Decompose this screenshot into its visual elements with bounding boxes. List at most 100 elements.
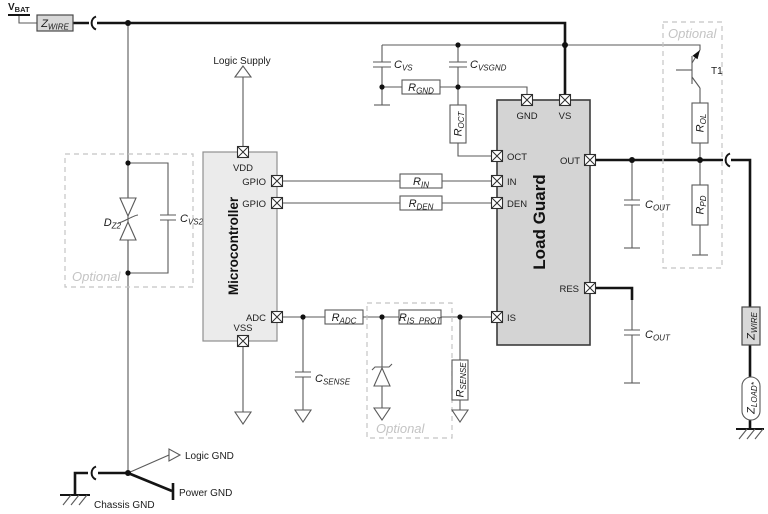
lg-pin-label-in: IN (507, 177, 517, 188)
inline-connector-symbols (90, 15, 731, 481)
mcu-pin-vss (236, 334, 250, 348)
lg-pin-label-out: OUT (560, 156, 580, 167)
lg-pin-oct (490, 149, 504, 163)
r-ol-label: ROL (695, 114, 709, 133)
c-sense-capacitor: CSENSE (295, 371, 351, 387)
transistor-arrow-icon (692, 50, 700, 60)
r-den-resistor: RDEN (399, 195, 443, 212)
load-guard-block: Load Guard GND VS OCT IN DEN IS OUT RES (490, 93, 597, 346)
logic-gnd-label: Logic GND (185, 451, 234, 462)
chassis-ground-left-icon (60, 494, 90, 506)
r-is-prot-label: RIS_PROT (399, 312, 442, 326)
r-adc-resistor: RADC (324, 309, 364, 326)
optional-box-right (662, 21, 723, 269)
z-wire-right-label: ZWIRE (746, 312, 760, 341)
r-is-prot-resistor: RIS_PROT (398, 309, 442, 326)
r-gnd-label: RGND (408, 82, 434, 96)
vss-ground-icon (233, 411, 253, 425)
r-adc-label: RADC (332, 312, 357, 326)
logic-gnd-icon (168, 448, 182, 462)
load-guard-title: Load Guard (530, 174, 549, 269)
c-sense-ground-icon (293, 409, 313, 423)
r-sense-ground-icon (450, 409, 470, 423)
t1-transistor: T1 (676, 49, 723, 89)
d-z2-label: DZ2 (104, 217, 122, 231)
mcu-pin-label-gpio2: GPIO (242, 199, 266, 210)
ground-symbols (60, 407, 764, 506)
lg-pin-out (583, 153, 597, 167)
lg-pin-label-vs: VS (559, 111, 572, 122)
optional-label-left: Optional (72, 269, 122, 284)
c-vsgnd-capacitor: CVSGND (449, 59, 507, 73)
logic-supply-terminal: Logic Supply (213, 56, 271, 78)
mcu-pin-gpio2 (270, 196, 284, 210)
c-vs-capacitor: CVS (373, 59, 413, 106)
mcu-pin-label-adc: ADC (246, 313, 266, 324)
chassis-gnd-label: Chassis GND (94, 500, 155, 511)
r-oct-resistor: ROCT (449, 104, 467, 144)
r-sense-resistor: RSENSE (451, 359, 469, 401)
c-sense-label: CSENSE (315, 373, 351, 387)
lg-pin-gnd (520, 93, 534, 107)
r-gnd-resistor: RGND (401, 79, 441, 96)
mcu-pin-label-gpio1: GPIO (242, 177, 266, 188)
lg-pin-label-res: RES (559, 284, 579, 295)
z-wire-top-label: ZWIRE (40, 18, 69, 32)
c-out2-capacitor: COUT (624, 329, 671, 384)
c-vsgnd-label: CVSGND (470, 59, 507, 73)
zener-ground-icon (372, 407, 392, 421)
optional-box-left (64, 153, 194, 288)
c-out2-label: COUT (645, 329, 671, 343)
mcu-pin-label-vdd: VDD (233, 163, 253, 174)
lg-pin-is (490, 310, 504, 324)
lg-pin-label-oct: OCT (507, 152, 527, 163)
lg-pin-label-gnd: GND (516, 111, 537, 122)
c-vs2-capacitor: CVS2 (160, 213, 204, 227)
optional-label-middle: Optional (376, 421, 426, 436)
r-in-label: RIN (413, 176, 429, 190)
connector-arc-bottom-left (90, 465, 97, 481)
c-out1-capacitor: COUT (624, 199, 671, 249)
z-wire-right-resistor: ZWIRE (741, 306, 761, 346)
c-vs2-label: CVS2 (180, 213, 204, 227)
lg-pin-label-den: DEN (507, 199, 527, 210)
chassis-ground-right-icon (736, 428, 764, 440)
lg-pin-vs (558, 93, 572, 107)
z-wire-top-resistor: ZWIRE (36, 14, 74, 32)
optional-label-right: Optional (668, 26, 718, 41)
d-z2-tvs-diode: DZ2 (104, 197, 139, 241)
connector-arc-top-left (90, 15, 97, 31)
vbat-label: VBAT (8, 2, 30, 14)
r-ol-resistor: ROL (691, 102, 709, 144)
clamp-zener-diode (371, 363, 393, 387)
lg-pin-res (583, 281, 597, 295)
lg-pin-label-is: IS (507, 313, 516, 324)
logic-supply-label: Logic Supply (213, 56, 270, 67)
lg-pin-den (490, 196, 504, 210)
mcu-pin-label-vss: VSS (233, 323, 252, 334)
power-gnd-label: Power GND (179, 488, 232, 499)
z-load-label: ZLOAD* (746, 381, 760, 415)
junction-dots (125, 20, 703, 476)
r-pd-resistor: RPD (691, 184, 709, 256)
mcu-pin-adc (270, 310, 284, 324)
mcu-pin-vdd (236, 145, 250, 159)
c-out1-label: COUT (645, 199, 671, 213)
wires-thick (8, 14, 752, 500)
r-pd-label: RPD (695, 195, 709, 214)
supply-triangle-icon (233, 65, 253, 78)
z-load-impedance: ZLOAD* (741, 376, 761, 421)
connector-arc-out-line (724, 152, 731, 168)
r-den-label: RDEN (409, 198, 434, 212)
lg-pin-in (490, 174, 504, 188)
t1-label: T1 (711, 66, 723, 77)
wires-thin (18, 15, 701, 474)
r-in-resistor: RIN (399, 173, 443, 190)
mcu-pin-gpio1 (270, 174, 284, 188)
c-vs-label: CVS (394, 59, 413, 73)
microcontroller-title: Microcontroller (226, 196, 241, 295)
microcontroller-block: Microcontroller VDD GPIO GPIO ADC VSS (202, 145, 284, 348)
r-sense-label: RSENSE (455, 362, 469, 398)
